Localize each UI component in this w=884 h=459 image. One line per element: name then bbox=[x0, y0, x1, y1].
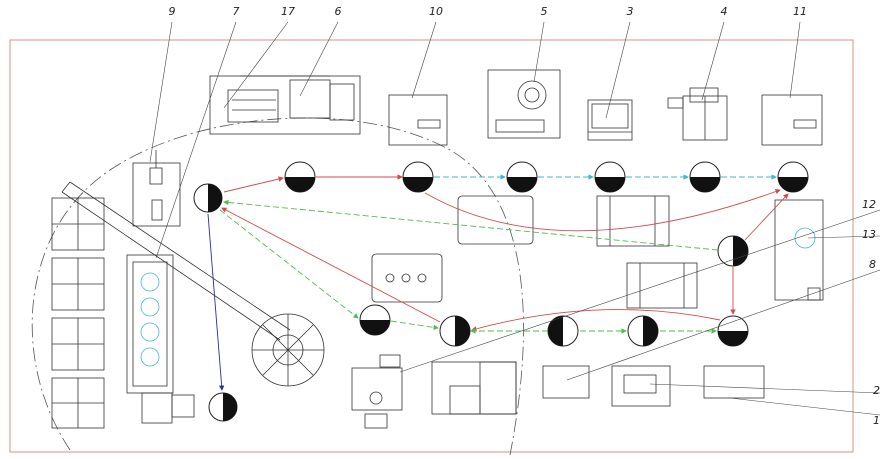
robot-position bbox=[717, 315, 749, 347]
bottom-stations bbox=[351, 354, 765, 429]
machine-3 bbox=[587, 99, 633, 141]
robot-position bbox=[439, 315, 471, 347]
callout-4: 4 bbox=[721, 5, 728, 18]
callout-6: 6 bbox=[335, 5, 342, 18]
robot-position bbox=[402, 161, 434, 193]
callout-12: 12 bbox=[862, 198, 876, 211]
callout-numbers: 9 7 17 6 10 5 3 4 11 12 13 8 2 1 bbox=[169, 5, 881, 427]
flow-arrow bbox=[207, 213, 225, 391]
flow-arrow bbox=[219, 209, 359, 319]
flow-arrow bbox=[221, 207, 441, 323]
machine-10 bbox=[388, 94, 448, 146]
flow-arrows bbox=[207, 174, 789, 391]
flow-arrow bbox=[744, 193, 789, 241]
part-buffers bbox=[371, 195, 698, 309]
leader-lines bbox=[149, 21, 881, 416]
robot-position bbox=[506, 161, 538, 193]
callout-5: 5 bbox=[541, 5, 548, 18]
flow-arrow bbox=[390, 320, 439, 331]
callout-9: 9 bbox=[169, 5, 176, 18]
flow-arrow bbox=[223, 176, 284, 193]
flow-arrow bbox=[424, 188, 781, 232]
robot-position bbox=[627, 315, 659, 347]
flow-arrow bbox=[223, 199, 719, 251]
callout-10: 10 bbox=[429, 5, 443, 18]
callout-11: 11 bbox=[793, 5, 807, 18]
reach-circle bbox=[31, 117, 524, 456]
robot-position bbox=[208, 392, 238, 422]
robot-position bbox=[594, 161, 626, 193]
robot-position bbox=[193, 183, 223, 213]
machine-9 bbox=[132, 150, 181, 227]
robot-position bbox=[689, 161, 721, 193]
conveyor-beam bbox=[61, 181, 291, 341]
robot-position bbox=[717, 235, 749, 267]
rack-column bbox=[51, 197, 105, 429]
callout-1: 1 bbox=[873, 414, 880, 427]
machine-5 bbox=[487, 69, 561, 139]
flow-arrow bbox=[471, 309, 721, 332]
robot-position bbox=[359, 304, 391, 336]
machine-4 bbox=[667, 87, 728, 141]
robot-position bbox=[284, 161, 316, 193]
callout-2: 2 bbox=[873, 384, 880, 397]
rotary-table bbox=[251, 313, 325, 387]
callout-3: 3 bbox=[627, 5, 634, 18]
callout-13: 13 bbox=[862, 228, 876, 241]
robot-positions bbox=[193, 161, 809, 422]
machine-7 bbox=[126, 254, 195, 424]
robot-position bbox=[777, 161, 809, 193]
callout-7: 7 bbox=[233, 5, 240, 18]
callout-8: 8 bbox=[869, 258, 876, 271]
machine-6 bbox=[209, 75, 361, 135]
machine-13 bbox=[774, 199, 824, 301]
robot-position bbox=[547, 315, 579, 347]
machine-11 bbox=[761, 94, 823, 146]
callout-17: 17 bbox=[281, 5, 295, 18]
frame-border bbox=[9, 39, 854, 453]
